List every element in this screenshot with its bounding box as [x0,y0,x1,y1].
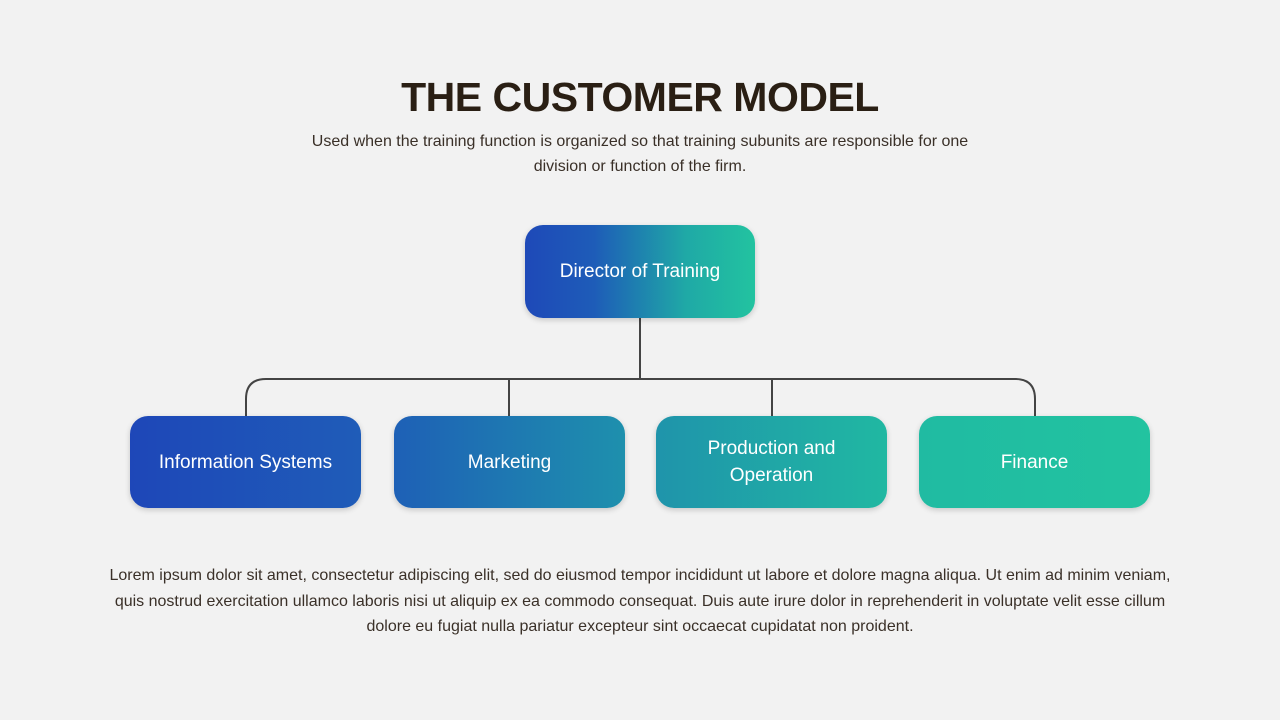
node-label: Marketing [467,451,552,473]
body-paragraph: Lorem ipsum dolor sit amet, consectetur … [109,567,1171,635]
node-label: Production and Operation [707,438,836,486]
node-director-of-training: Director of Training [525,225,755,318]
connector-horizontal-bar [245,378,1036,416]
page-title: THE CUSTOMER MODEL [401,74,879,120]
node-information-systems: Information Systems [130,416,361,508]
node-production-and-operation: Production and Operation [656,416,887,508]
node-finance: Finance [919,416,1150,508]
node-label: Director of Training [559,261,721,282]
node-label: Information Systems [158,451,333,473]
page-subtitle: Used when the training function is organ… [311,133,969,175]
node-marketing: Marketing [394,416,625,508]
node-label: Finance [1000,451,1069,473]
